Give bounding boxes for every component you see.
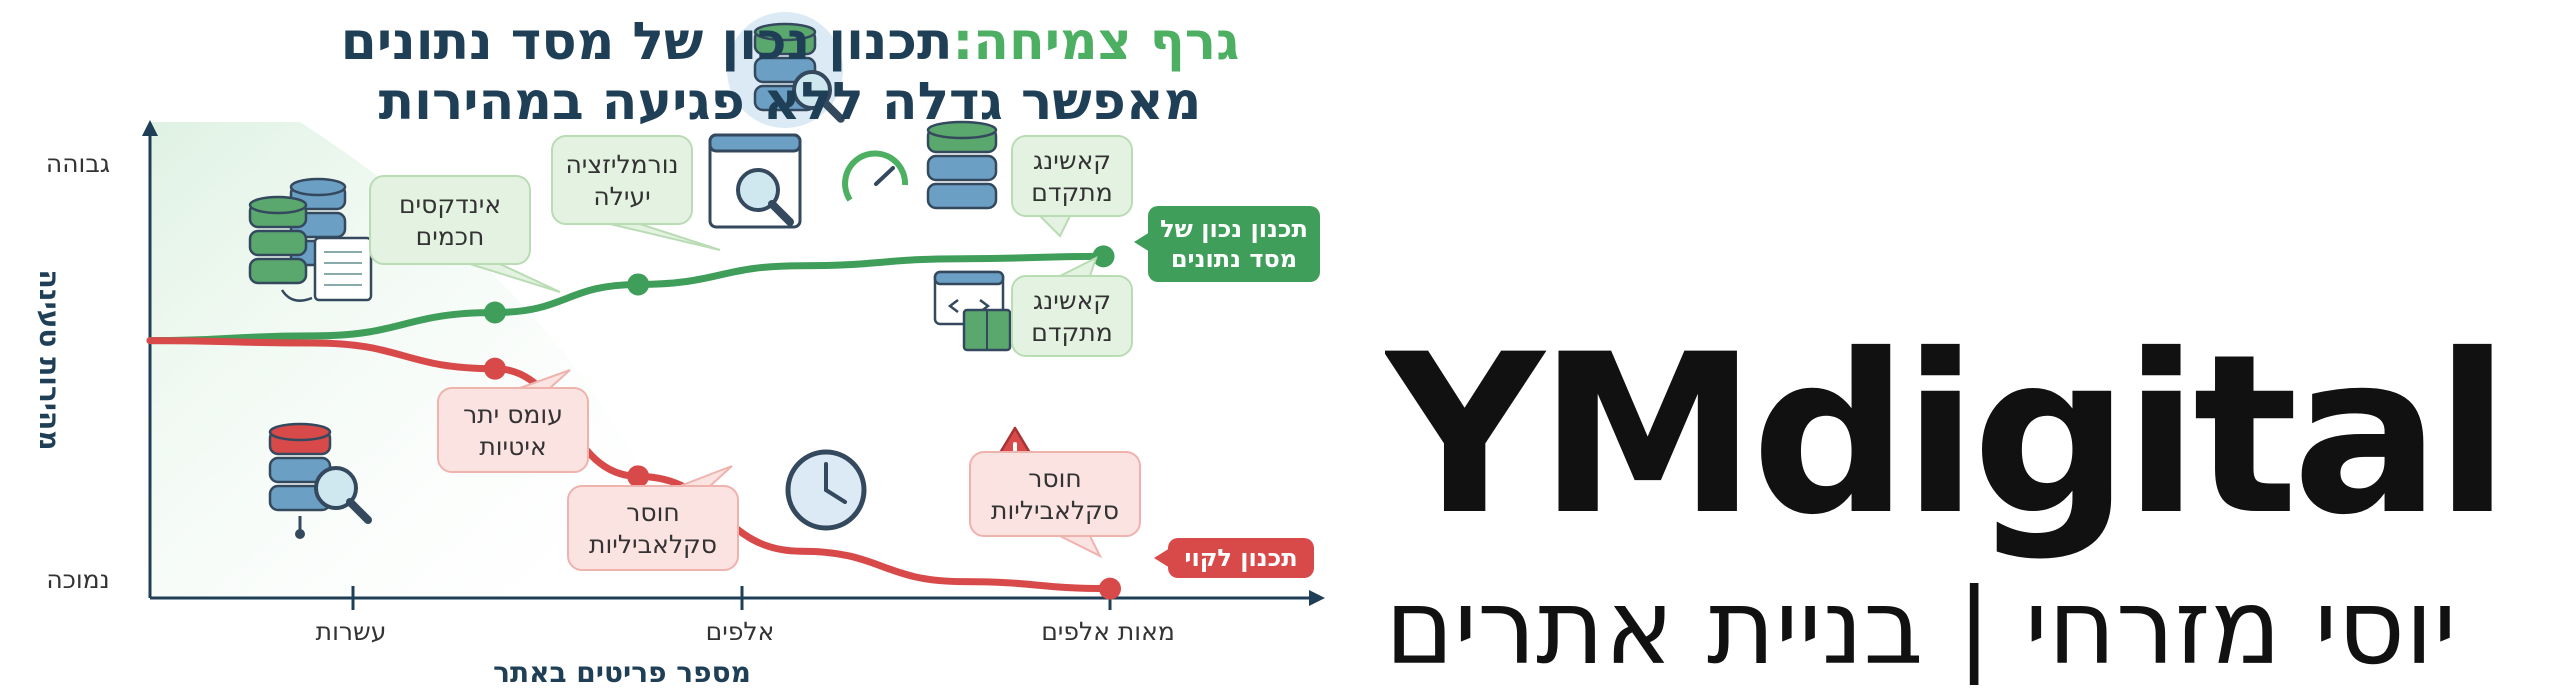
speed-database-icon bbox=[842, 120, 998, 210]
callout-text-no-scale-mid-1: חוסר bbox=[626, 498, 679, 527]
speed-db-disk-2 bbox=[926, 154, 998, 182]
callout-no-scale-mid: חוסר סקלאביליות bbox=[567, 465, 739, 571]
end-label-bad: תכנון לקוי bbox=[1154, 538, 1314, 578]
callout-overload: עומס יתר איטיות bbox=[437, 369, 589, 473]
database-index-icon bbox=[248, 177, 373, 302]
header-title-accent: גרף צמיחה: bbox=[952, 12, 1240, 72]
db-index-front-disk-top bbox=[248, 195, 308, 215]
header-title-rest: תכנון נכון של מסד נתונים bbox=[340, 12, 953, 72]
db-index-front-disk-3 bbox=[248, 257, 308, 285]
db-index-arrow bbox=[280, 289, 313, 302]
series-marker-good-3 bbox=[1092, 245, 1115, 268]
callout-text-overload-1: עומס יתר bbox=[463, 400, 563, 429]
callout-text-no-scale-mid-2: סקלאביליות bbox=[589, 530, 717, 559]
y-tick-label-low: נמוכה bbox=[46, 565, 109, 594]
callout-text-normalization-1: נורמליזציה bbox=[565, 150, 678, 179]
callout-box-overload bbox=[437, 387, 589, 473]
callout-box-no-scale-mid bbox=[567, 485, 739, 571]
end-label-text-good-2: מסד נתונים bbox=[1171, 245, 1297, 273]
header-icon-left-disk-top bbox=[753, 22, 817, 42]
end-label-text-bad-1: תכנון לקוי bbox=[1184, 544, 1297, 572]
callout-box-caching-bottom bbox=[1011, 275, 1133, 357]
database-search-red-icon bbox=[268, 422, 372, 539]
callout-text-caching-bottom-1: קאשינג bbox=[1033, 286, 1111, 315]
x-tick-label-3: מאות אלפים bbox=[1041, 617, 1175, 646]
speed-gauge-needle bbox=[874, 166, 895, 186]
header-title-line-1: גרף צמיחה:תכנון נכון של מסד נתונים bbox=[290, 12, 1290, 72]
callout-tail-caching-bottom bbox=[1059, 256, 1098, 277]
callout-text-caching-top-1: קאשינג bbox=[1033, 146, 1111, 175]
db-index-front-disk-2 bbox=[248, 229, 308, 257]
y-axis-title: מהירות טעינה bbox=[33, 270, 66, 451]
growth-chart: עשרות אלפים מאות אלפים גבוהה נמוכה מספר פריטי… bbox=[33, 12, 1325, 689]
x-axis-title: מספר פריטים באתר bbox=[493, 656, 751, 689]
end-label-text-good-1: תכנון נכון של bbox=[1160, 215, 1308, 243]
db-index-doc bbox=[313, 236, 373, 302]
series-marker-bad-3 bbox=[1099, 577, 1121, 600]
callout-normalization: נורמליזציה יעילה bbox=[551, 135, 721, 251]
callout-smart-indexes: אינדקסים חכמים bbox=[369, 175, 561, 293]
callout-text-overload-2: איטיות bbox=[479, 432, 546, 461]
callout-no-scale-right: חוסר סקלאביליות bbox=[969, 451, 1141, 559]
end-label-box-good bbox=[1148, 206, 1320, 282]
brand-tagline: יוסי מזרחי | בניית אתרים bbox=[1385, 566, 2457, 685]
header-title-line-2: מאפשר גדלה ללא פגיעה במהירות bbox=[378, 72, 1202, 132]
callout-text-caching-bottom-2: מתקדם bbox=[1031, 318, 1112, 347]
db-red-node bbox=[295, 529, 305, 539]
callout-text-no-scale-right-1: חוסר bbox=[1028, 464, 1081, 493]
callout-box-caching-top bbox=[1011, 135, 1133, 217]
callout-caching-top: קאשינג מתקדם bbox=[1011, 135, 1133, 238]
callout-box-no-scale-right bbox=[969, 451, 1141, 537]
search-window-bar bbox=[708, 133, 802, 153]
callout-caching-bottom: קאשינג מתקדם bbox=[1011, 256, 1133, 357]
y-axis-arrow bbox=[142, 120, 158, 136]
end-label-pointer-bad bbox=[1154, 548, 1170, 568]
search-window-handle bbox=[768, 200, 794, 226]
db-index-back-disk-top bbox=[289, 177, 347, 197]
x-tick-label-2: אלפים bbox=[706, 617, 775, 646]
clock-icon bbox=[785, 449, 867, 531]
x-axis-arrow bbox=[1309, 590, 1325, 606]
series-marker-good-2 bbox=[627, 273, 650, 296]
series-marker-good-1 bbox=[483, 301, 506, 324]
speed-db-disk-3 bbox=[926, 182, 998, 210]
code-package-icon bbox=[933, 270, 1012, 352]
clock-hand-hour bbox=[824, 488, 847, 504]
header-icon-left-lens bbox=[792, 70, 832, 110]
brand-block: YMdigital יוסי מזרחי | בניית אתרים bbox=[1385, 325, 2560, 685]
callout-tail-no-scale-right bbox=[1059, 535, 1103, 559]
callout-tail-caching-top bbox=[1037, 215, 1072, 238]
series-marker-bad-1 bbox=[483, 357, 506, 380]
x-tick-label-1: עשרות bbox=[316, 617, 387, 646]
callout-tail-normalization bbox=[609, 223, 721, 251]
header-database-search-icon bbox=[727, 12, 845, 128]
end-label-pointer-good bbox=[1134, 232, 1150, 252]
search-window-icon bbox=[708, 133, 802, 229]
callout-text-normalization-2: יעילה bbox=[593, 182, 650, 211]
series-marker-bad-2 bbox=[627, 465, 650, 488]
end-label-box-bad bbox=[1168, 538, 1314, 578]
speed-gauge-arc bbox=[842, 150, 909, 202]
callout-text-caching-top-2: מתקדם bbox=[1031, 178, 1112, 207]
db-red-handle bbox=[346, 498, 372, 524]
callout-text-no-scale-right-2: סקלאביליות bbox=[991, 496, 1119, 525]
callout-box-smart-indexes bbox=[369, 175, 531, 265]
callout-text-smart-indexes-1: אינדקסים bbox=[399, 190, 501, 219]
brand-name: YMdigital bbox=[1385, 325, 2510, 563]
db-red-disk-top bbox=[268, 422, 332, 442]
callout-box-normalization bbox=[551, 135, 693, 225]
code-window-bar bbox=[933, 270, 1005, 286]
header-icon-left-handle bbox=[820, 98, 845, 123]
search-window-lens bbox=[736, 168, 780, 212]
db-red-lens bbox=[314, 466, 358, 510]
callout-tail-no-scale-mid bbox=[679, 465, 733, 487]
speed-db-disk-top bbox=[926, 120, 998, 140]
callout-text-smart-indexes-2: חכמים bbox=[416, 222, 485, 251]
y-tick-label-high: גבוהה bbox=[46, 149, 110, 178]
